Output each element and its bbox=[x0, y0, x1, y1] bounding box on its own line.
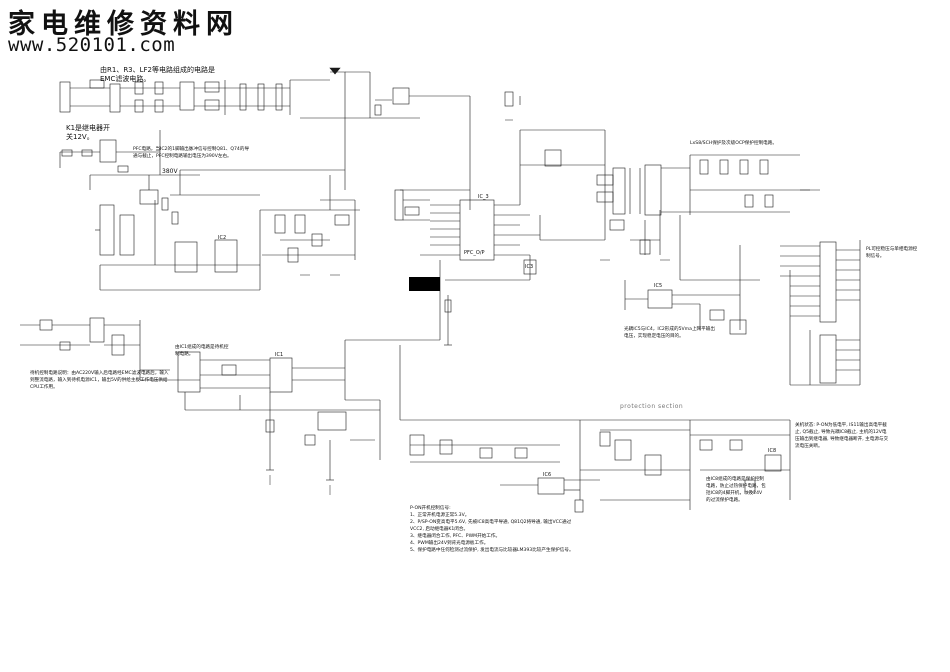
ic3-label: IC3 bbox=[525, 264, 534, 270]
lm-ic-note: LxS8/SCH保护及次级OCP保护控制电路。 bbox=[690, 141, 777, 146]
emc-filter-note: 由R1、R3、LF2等电路组成的电路是EMC滤波电路。 bbox=[100, 66, 216, 83]
ic-pins-note: PL可控稳压与单相电源控制信号。 bbox=[866, 247, 918, 259]
output-connectors bbox=[780, 240, 861, 386]
ground-symbols bbox=[269, 119, 670, 495]
llc-transformer-block bbox=[519, 129, 820, 280]
ic1-standby-block bbox=[177, 330, 790, 481]
standby-left-note: 待机控制电路说明：由AC220V输入后电路经EMC滤波电路后，输入到整流电路，输… bbox=[30, 371, 169, 390]
pfc-circuit-note: PFC电路，当IC2的1脚输出脉冲信号控制Q81、Q74的导通与截止，PFC控制… bbox=[133, 147, 250, 159]
u1-label: IC_3 bbox=[478, 194, 489, 200]
p-on-note: P-ON开机控制信号: 1、正常开机电源正常5.3V。 2、P/SP-ON变高电… bbox=[410, 505, 580, 554]
pfc-op-label: PFC_O/P bbox=[464, 250, 485, 256]
ic4-note: 光耦IC5与IC4，IC2形成的5Vma上网平输出电压，实现稳定电压的目的。 bbox=[624, 327, 715, 339]
p-on-item-5: 5、保护电路中任何检测过流保护, 发出电流与比较器LM393比较产生保护信号。 bbox=[410, 548, 574, 553]
ic6-label: IC6 bbox=[543, 472, 552, 478]
ic1-note: 由IC1组成的电路是待机控制电路。 bbox=[175, 345, 229, 357]
site-url-watermark: www.520101.com bbox=[8, 34, 176, 56]
v380-label: 380V bbox=[162, 168, 178, 175]
protection-block bbox=[409, 420, 791, 513]
redaction-block bbox=[409, 277, 440, 291]
pfc-ic2-block bbox=[95, 118, 360, 291]
p-on-item-2: 2、P/SP-ON变高电平5.6V, 先被IC8高电平导通, Q81Q2将导通,… bbox=[410, 520, 572, 532]
site-name-watermark: 家电维修资料网 bbox=[8, 9, 239, 40]
protection-section-label: protection section bbox=[620, 403, 684, 410]
ic1-label: IC1 bbox=[275, 352, 284, 358]
k1-relay-note: K1是继电器开关12V。 bbox=[66, 124, 111, 141]
ic8-label: IC8 bbox=[768, 448, 777, 454]
ic3-block bbox=[394, 189, 605, 346]
p-on-item-1: 1、正常开机电源正常5.3V。 bbox=[410, 513, 470, 518]
p-on-item-4: 4、PWM输出24V到背光电源板工作。 bbox=[410, 541, 489, 546]
ic5-label: IC5 bbox=[654, 283, 663, 289]
p-on-title: P-ON开机控制信号: bbox=[410, 506, 451, 511]
p-on-item-3: 3、继电器闭合工作, PFC、PWM开始工作。 bbox=[410, 534, 501, 539]
shutdown-state-note: 关机状态: P-ON为低电平, IS11输出高电平截止, Q5截止, 导致光耦I… bbox=[795, 423, 889, 449]
standby-left-block bbox=[20, 317, 200, 381]
ic2-label: IC2 bbox=[218, 235, 227, 241]
emc-filter-block bbox=[59, 67, 521, 210]
ic5-optocoupler bbox=[624, 245, 760, 335]
ic8-note: 由IC8组成的电路是保护控制电路，防止过热保护电路，包括IC8的4脚开机，以及2… bbox=[706, 477, 766, 503]
